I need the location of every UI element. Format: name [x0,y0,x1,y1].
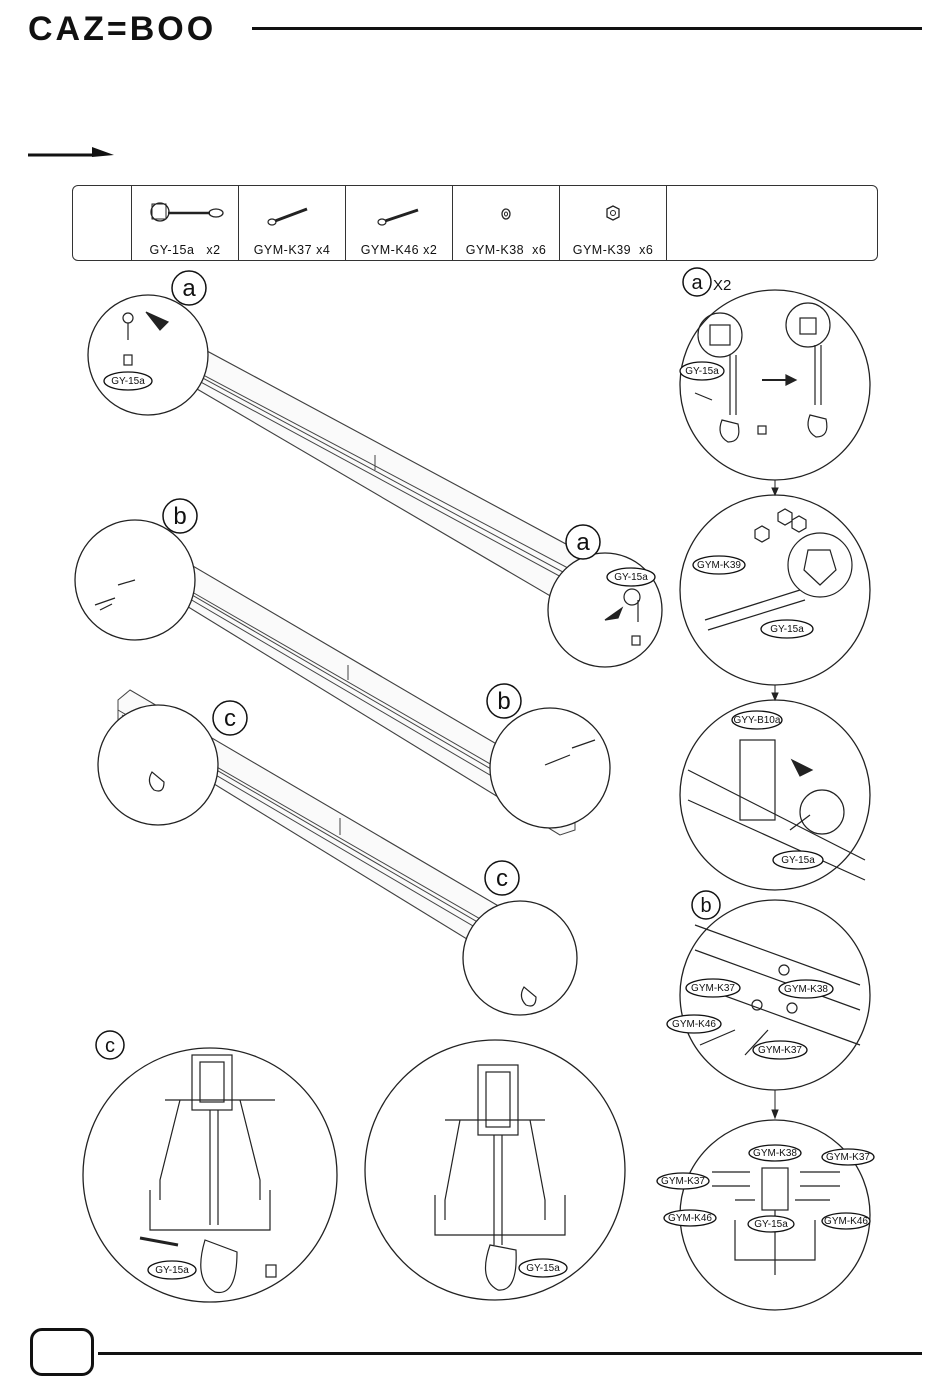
detail-circle-c-left [98,705,218,825]
callout-gymk38: GYM-K38 [753,1148,797,1159]
callout-gymk46: GYM-K46 [824,1216,868,1227]
step-label-b: b [700,895,711,917]
callout-gy15a: GY-15a [155,1265,189,1276]
callout-gy15a: GY-15a [770,624,804,635]
beam-1 [156,330,605,618]
detail-circle-nut [680,495,870,685]
callout-gymk39: GYM-K39 [697,560,741,571]
detail-circle-a-x2 [680,290,870,480]
step-label-c: c [496,865,508,892]
callout-gy15a: GY-15a [111,376,145,387]
detail-circle-b-right [490,708,610,828]
detail-circle-c-assembled [365,1040,625,1300]
step-label-a-x2: a [691,272,703,294]
callout-gymk37: GYM-K37 [758,1045,802,1056]
callout-gyyb10a: GYY-B10a [734,715,781,726]
callout-gy15a: GY-15a [754,1219,788,1230]
step-label-a: a [576,529,590,556]
callout-gymk46: GYM-K46 [668,1213,712,1224]
step-label-c: c [105,1035,115,1057]
step-label-b: b [173,503,186,530]
callout-gy15a: GY-15a [526,1263,560,1274]
step-label-b: b [497,688,510,715]
callout-gymk46: GYM-K46 [672,1019,716,1030]
callout-gy15a: GY-15a [614,572,648,583]
callout-gy15a: GY-15a [781,855,815,866]
footer-rule [98,1352,922,1355]
callout-gymk37: GYM-K37 [661,1176,705,1187]
page-number-box [30,1328,94,1376]
detail-circle-c-right [463,901,577,1015]
callout-gy15a: GY-15a [685,366,719,377]
step-label-c: c [224,705,236,732]
quantity-x2: X2 [713,277,731,294]
callout-gymk37: GYM-K37 [826,1152,870,1163]
callout-gymk37: GYM-K37 [691,983,735,994]
step-label-a: a [182,275,196,302]
callout-gymk38: GYM-K38 [784,984,828,995]
